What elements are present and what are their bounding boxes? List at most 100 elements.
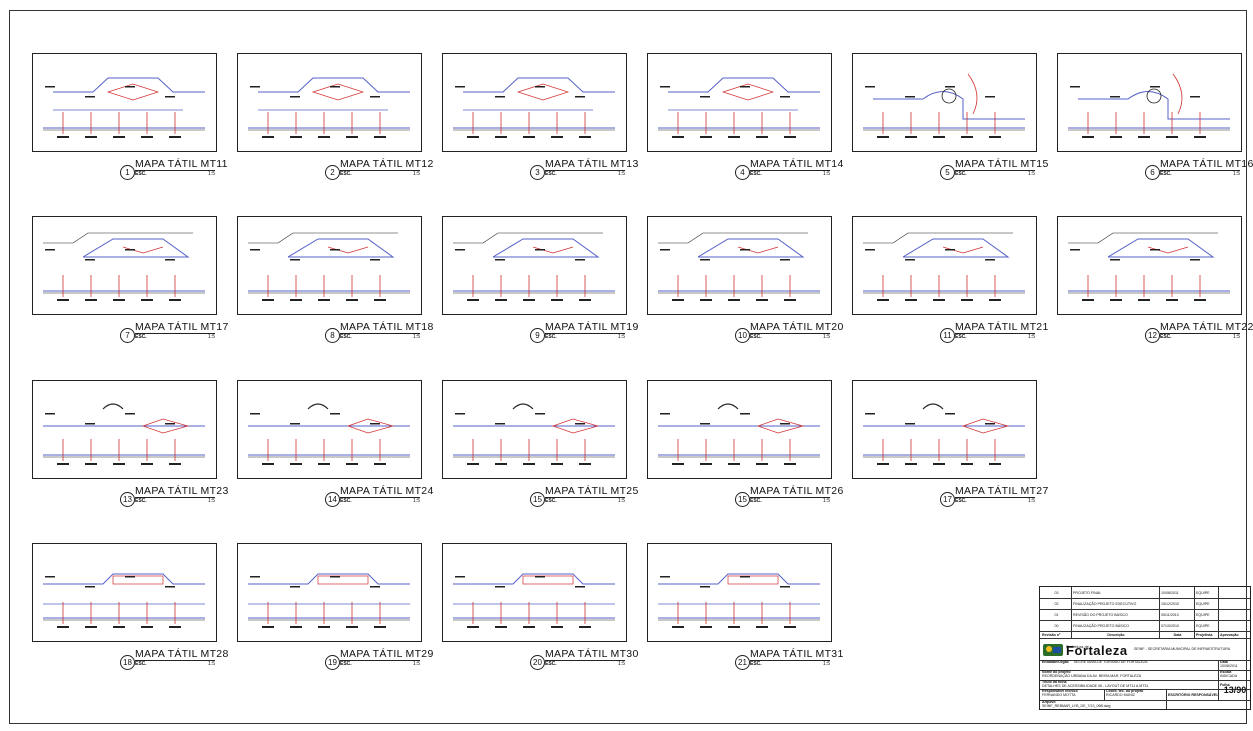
map-number: 18 [120,655,135,670]
scale-prefix: ESC. [750,171,762,177]
map-title: MAPA TÁTIL MT13 [545,158,639,171]
scale-prefix: ESC. [545,334,557,340]
date-label: Data [1220,660,1228,664]
map-number: 3 [530,165,545,180]
scale-prefix: ESC. [545,171,557,177]
map-diagram [863,73,1025,138]
scale-value: 1:5 [618,334,625,340]
map-title: MAPA TÁTIL MT25 [545,485,639,498]
revision-row: 03 PROJETO FINAL 10/08/2011 EQUIPE [1040,587,1250,599]
map-diagram [453,403,615,465]
map-diagram [248,232,410,301]
tactile-map-drawing [237,380,422,479]
tactile-map-drawing [1057,53,1242,152]
map-number: 6 [1145,165,1160,180]
map-title: MAPA TÁTIL MT14 [750,158,844,171]
scale-value: 1:5 [1028,334,1035,340]
scale-prefix: ESC. [135,171,147,177]
map-number: 2 [325,165,340,180]
responsible-row: Responsável técnico FERNANDO MOTTA Coord… [1040,686,1250,701]
map-number: 19 [325,655,340,670]
map-diagram [453,573,615,628]
map-number: 14 [325,492,340,507]
map-title: MAPA TÁTIL MT18 [340,321,434,334]
map-diagram [658,77,820,138]
sheet-title-value: DETALHES DE ACESSIBILIDADE 06 - LAYOUT D… [1042,684,1149,688]
scale-value: INDICADA [1220,674,1238,678]
map-number: 4 [735,165,750,180]
revision-date: 10/08/2011 [1159,587,1195,598]
logo-row: Prefeitura de Fortaleza SEINF - SECRETAR… [1040,638,1250,661]
prefeitura-logo: Prefeitura de Fortaleza [1040,638,1130,660]
map-title: MAPA TÁTIL MT26 [750,485,844,498]
scale-value: 1:5 [1233,171,1240,177]
revision-author: EQUIPE [1194,598,1219,609]
map-diagram [43,77,205,138]
revision-description: FINALIZAÇÃO PROJETO BÁSICO [1071,620,1160,631]
tactile-map-drawing [237,216,422,315]
scale-value: 1:5 [208,498,215,504]
revision-row: 01 REVISÃO DO PROJETO BÁSICO 05/11/2010 … [1040,609,1250,621]
sheet-title-row: Título da folha DETALHES DE ACESSIBILIDA… [1040,680,1250,690]
map-title: MAPA TÁTIL MT22 [1160,321,1253,334]
map-number: 21 [735,655,750,670]
approval-header: Aprovação [1220,632,1239,637]
scale-prefix: ESC. [750,661,762,667]
scale-prefix: ESC. [750,334,762,340]
scale-value: 1:5 [413,498,420,504]
date-header: Data [1159,631,1195,638]
scale-value: 1:5 [1233,334,1240,340]
scale-prefix: ESC. [955,498,967,504]
map-diagram [863,232,1025,301]
map-diagram [43,232,205,301]
sheet-number: 13/90 [1223,685,1247,695]
map-title: MAPA TÁTIL MT30 [545,648,639,661]
responsible-value: FERNANDO MOTTA [1042,693,1076,697]
map-number: 13 [120,492,135,507]
scale-value: 1:5 [823,334,830,340]
map-title: MAPA TÁTIL MT21 [955,321,1049,334]
scale-value: 1:5 [413,661,420,667]
tactile-map-drawing [647,216,832,315]
revision-number: 02 [1040,598,1072,609]
map-title: MAPA TÁTIL MT28 [135,648,229,661]
scale-prefix: ESC. [135,498,147,504]
tactile-map-drawing [32,216,217,315]
entity-value: SECRETARIA DE TURISMO DE FORTALEZA [1073,660,1148,664]
file-label: Arquivo [1042,700,1056,704]
tactile-map-drawing [442,216,627,315]
map-title: MAPA TÁTIL MT11 [135,158,228,171]
entity-row: Entidade/Órgão SECRETARIA DE TURISMO DE … [1040,660,1250,671]
tactile-map-drawing [237,53,422,152]
map-number: 5 [940,165,955,180]
scale-prefix: ESC. [1160,171,1172,177]
map-number: 12 [1145,328,1160,343]
scale-value: 1:5 [1028,498,1035,504]
scale-prefix: ESC. [340,661,352,667]
map-diagram [658,573,820,628]
map-title: MAPA TÁTIL MT23 [135,485,229,498]
revision-date: 15/12/2010 [1159,598,1195,609]
map-diagram [453,77,615,138]
map-diagram [248,403,410,465]
map-diagram [863,403,1025,465]
tactile-map-drawing [442,380,627,479]
map-number: 15 [735,492,750,507]
description-header: Descrição [1071,631,1160,638]
map-diagram [453,232,615,301]
scale-prefix: ESC. [340,334,352,340]
map-diagram [248,573,410,628]
revision-date: 07/10/2010 [1159,620,1195,631]
